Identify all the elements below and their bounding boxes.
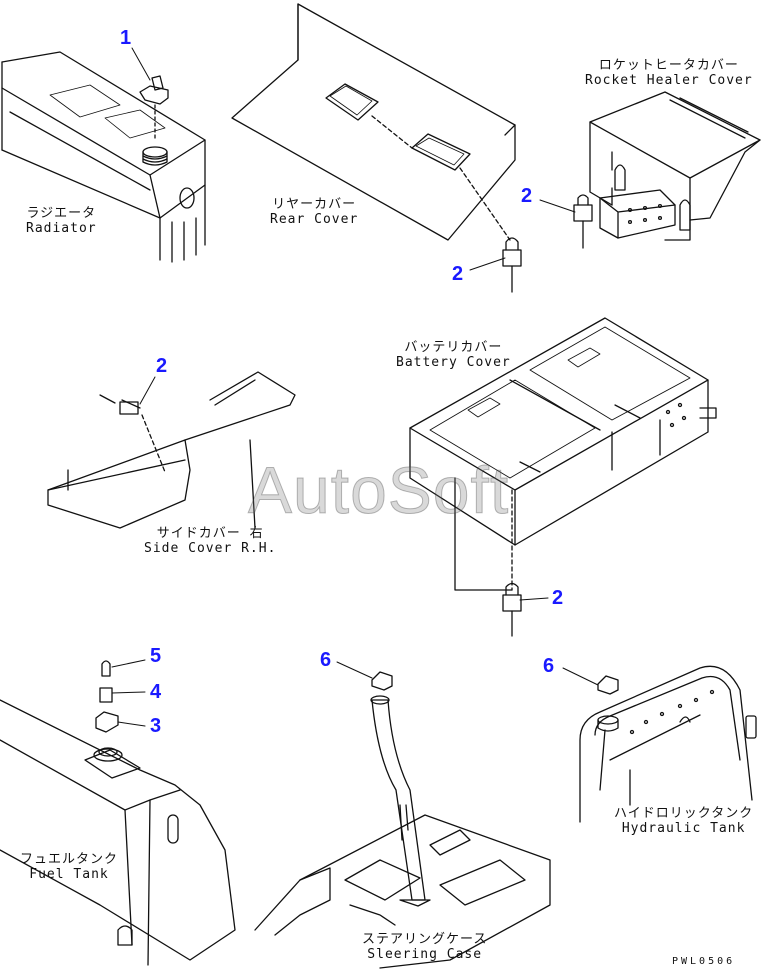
- leader-lines: [111, 47, 599, 727]
- radiator-label: ラジエータ Radiator: [26, 206, 97, 236]
- drawing-code: PWL0506: [672, 956, 736, 967]
- battery-cover-label-en: Battery Cover: [396, 355, 511, 370]
- rocket-heater-cover-drawing: [573, 91, 761, 249]
- steering-case-label-en: Sleering Case: [367, 947, 483, 962]
- rear-cover-label-jp: リヤーカバー: [272, 197, 357, 212]
- callout-4: 4: [150, 681, 162, 703]
- battery-cover-drawing: [409, 317, 717, 637]
- fuel-tank-drawing: [0, 660, 236, 966]
- radiator-drawing: [1, 51, 206, 263]
- rear-cover-label-en: Rear Cover: [270, 212, 359, 227]
- callout-5: 5: [150, 645, 162, 667]
- steering-case-label-jp: ステアリングケース: [362, 932, 488, 947]
- callout-2-side-cover: 2: [156, 355, 168, 377]
- hydraulic-tank-drawing: [579, 665, 757, 823]
- side-cover-label-en: Side Cover R.H.: [144, 541, 277, 556]
- fuel-tank-label: フュエルタンク Fuel Tank: [20, 852, 118, 882]
- fuel-tank-label-en: Fuel Tank: [29, 867, 109, 882]
- side-cover-label-jp: サイドカバー 右: [156, 526, 264, 541]
- callout-2-battery-cover: 2: [552, 587, 564, 609]
- callout-6-steering: 6: [320, 649, 332, 671]
- rocket-heater-cover-label-jp: ロケットヒータカバー: [598, 58, 739, 73]
- radiator-label-jp: ラジエータ: [26, 206, 97, 221]
- radiator-label-en: Radiator: [26, 221, 97, 236]
- callout-3: 3: [150, 715, 162, 737]
- hydraulic-tank-label: ハイドロリックタンク Hydraulic Tank: [614, 806, 753, 836]
- hydraulic-tank-label-jp: ハイドロリックタンク: [614, 806, 754, 821]
- rear-cover-drawing: [231, 3, 522, 293]
- steering-case-label: ステアリングケース Sleering Case: [362, 932, 487, 962]
- callout-2-rocket-heater: 2: [521, 185, 533, 207]
- battery-cover-label-jp: バッテリカバー: [404, 340, 503, 355]
- callout-2-rear-cover: 2: [452, 263, 464, 285]
- autosoft-watermark: AutoSoft: [247, 453, 510, 528]
- callout-1: 1: [120, 27, 132, 49]
- steering-case-drawing: [254, 671, 551, 969]
- side-cover-drawing: [47, 371, 296, 529]
- rocket-heater-cover-label: ロケットヒータカバー Rocket Healer Cover: [585, 58, 753, 88]
- side-cover-label: サイドカバー 右 Side Cover R.H.: [144, 526, 276, 556]
- hydraulic-tank-label-en: Hydraulic Tank: [621, 821, 746, 836]
- rocket-heater-cover-label-en: Rocket Healer Cover: [585, 73, 753, 88]
- rear-cover-label: リヤーカバー Rear Cover: [270, 197, 358, 227]
- callout-6-hydraulic: 6: [543, 655, 555, 677]
- battery-cover-label: バッテリカバー Battery Cover: [396, 340, 511, 370]
- fuel-tank-label-jp: フュエルタンク: [20, 852, 119, 867]
